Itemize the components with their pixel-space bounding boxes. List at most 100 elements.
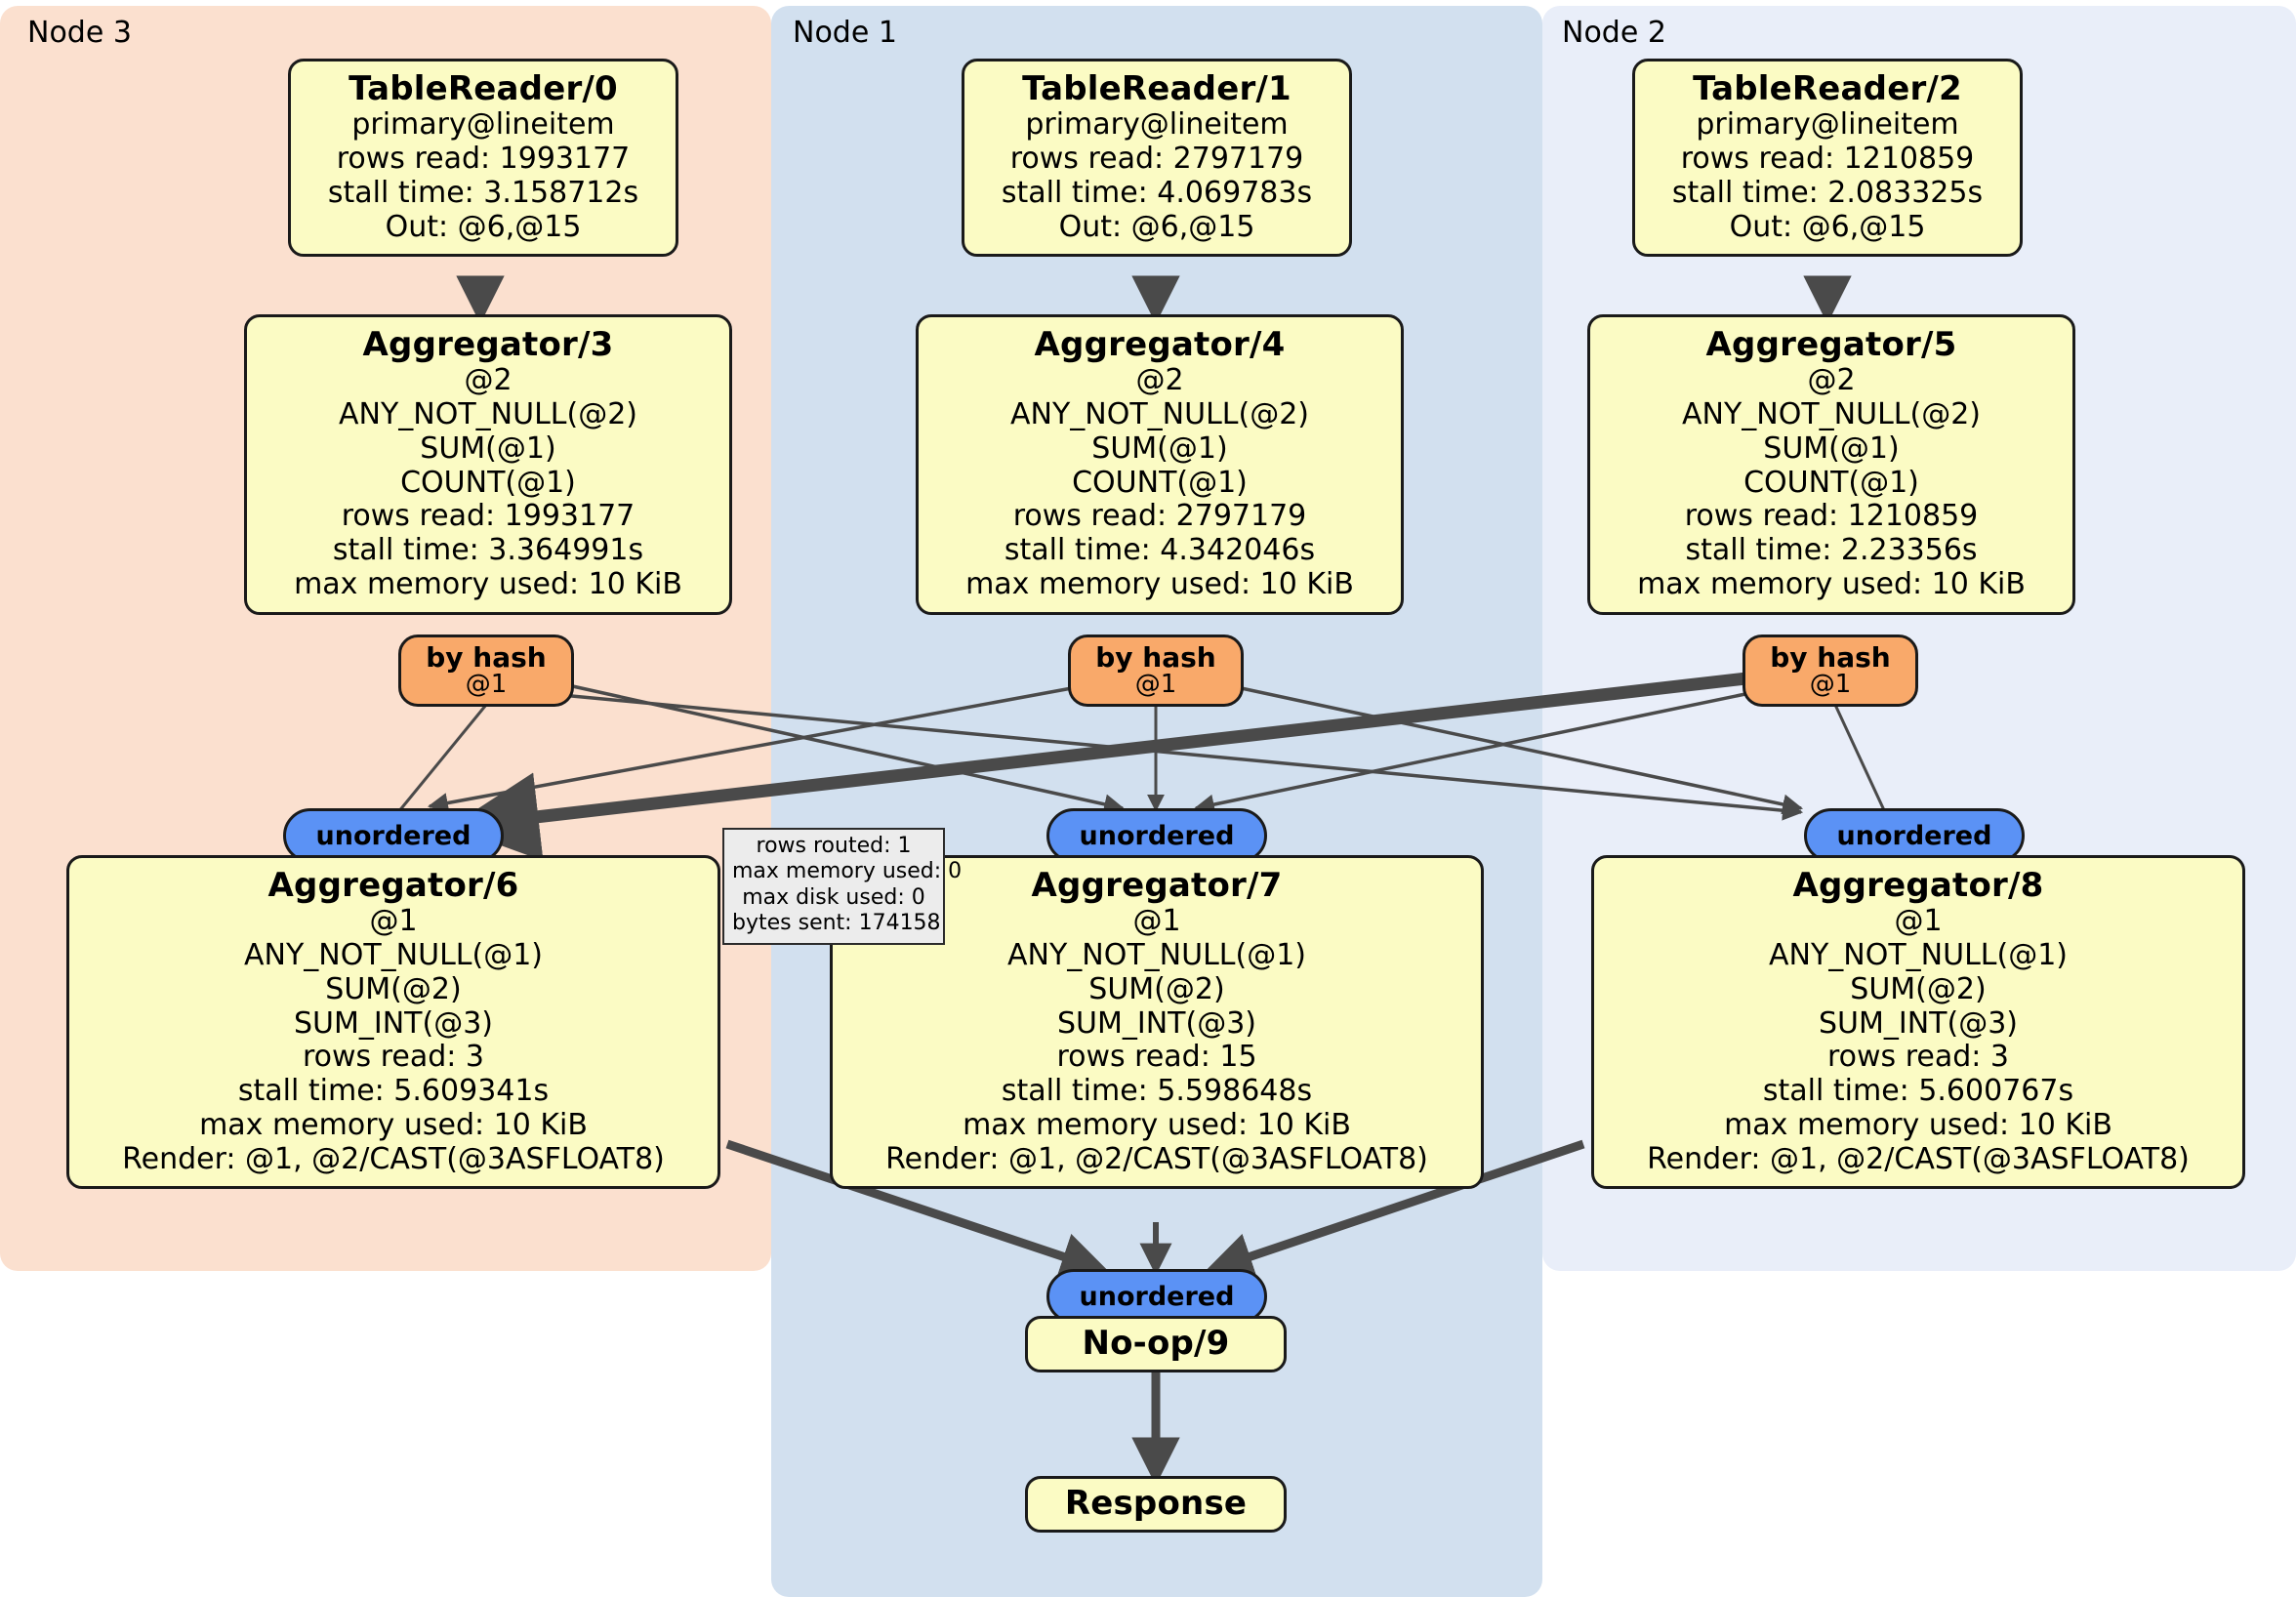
processor-detail: max memory used: 10 KiB	[965, 566, 1354, 601]
processor-detail: Render: @1, @2/CAST(@3ASFLOAT8)	[885, 1141, 1428, 1176]
router-sublabel: @1	[1809, 670, 1852, 700]
processor-detail: rows read: 1993177	[336, 141, 631, 176]
router-label: by hash	[1095, 640, 1216, 674]
stats-line: max memory used: 0	[732, 859, 963, 884]
processor-detail: @1	[1894, 904, 1943, 939]
processor-detail: Out: @6,@15	[1058, 209, 1255, 244]
processor-detail: @1	[369, 904, 418, 939]
processor-aggregator-6[interactable]: Aggregator/6 @1 ANY_NOT_NULL(@1) SUM(@2)…	[66, 855, 720, 1190]
processor-detail: @2	[1135, 363, 1184, 398]
processor-aggregator-8[interactable]: Aggregator/8 @1 ANY_NOT_NULL(@1) SUM(@2)…	[1591, 855, 2245, 1190]
processor-detail: Out: @6,@15	[1729, 209, 1926, 244]
router-label: by hash	[426, 640, 547, 674]
stream-stats-tooltip: rows routed: 1 max memory used: 0 max di…	[722, 828, 963, 945]
processor-detail: ANY_NOT_NULL(@2)	[339, 396, 637, 431]
processor-aggregator-5[interactable]: Aggregator/5 @2 ANY_NOT_NULL(@2) SUM(@1)…	[1587, 314, 2075, 615]
processor-detail: SUM_INT(@3)	[1819, 1005, 2018, 1041]
router-by-hash-node-1[interactable]: by hash @1	[1068, 635, 1244, 707]
processor-title: No-op/9	[1082, 1323, 1230, 1363]
stats-line: rows routed: 1	[756, 834, 912, 858]
processor-title: Response	[1064, 1483, 1248, 1523]
processor-title: Aggregator/4	[1034, 325, 1286, 364]
processor-title: Aggregator/7	[1031, 866, 1283, 905]
router-by-hash-node-2[interactable]: by hash @1	[1742, 635, 1918, 707]
processor-detail: @2	[464, 363, 512, 398]
processor-detail: COUNT(@1)	[400, 465, 576, 500]
cluster-label-node-3: Node 3	[27, 16, 132, 50]
stream-unordered-node-1[interactable]: unordered	[1046, 808, 1267, 863]
processor-detail: ANY_NOT_NULL(@2)	[1682, 396, 1981, 431]
stream-label: unordered	[1079, 1281, 1235, 1312]
processor-detail: primary@lineitem	[351, 107, 615, 143]
router-label: by hash	[1770, 640, 1891, 674]
stream-unordered-node-2[interactable]: unordered	[1804, 808, 2025, 863]
processor-title: Aggregator/8	[1792, 866, 2044, 905]
processor-detail: primary@lineitem	[1025, 107, 1289, 143]
router-sublabel: @1	[1134, 670, 1177, 700]
processor-detail: COUNT(@1)	[1743, 465, 1919, 500]
processor-detail: max memory used: 10 KiB	[1724, 1107, 2112, 1142]
processor-detail: primary@lineitem	[1696, 107, 1959, 143]
processor-tablereader-1[interactable]: TableReader/1 primary@lineitem rows read…	[962, 59, 1352, 258]
processor-detail: SUM_INT(@3)	[294, 1005, 493, 1041]
router-by-hash-node-3[interactable]: by hash @1	[398, 635, 574, 707]
processor-title: Aggregator/3	[362, 325, 614, 364]
processor-detail: max memory used: 10 KiB	[294, 566, 682, 601]
processor-detail: stall time: 5.598648s	[1001, 1074, 1313, 1109]
processor-detail: rows read: 15	[1056, 1040, 1257, 1075]
processor-detail: rows read: 1993177	[341, 499, 636, 534]
processor-detail: stall time: 2.23356s	[1685, 533, 1978, 568]
processor-title: TableReader/2	[1693, 69, 1962, 108]
processor-detail: SUM(@2)	[1850, 971, 1987, 1006]
processor-detail: rows read: 1210859	[1684, 499, 1979, 534]
processor-detail: SUM(@2)	[1088, 971, 1225, 1006]
processor-detail: @1	[1132, 904, 1181, 939]
cluster-label-node-1: Node 1	[793, 16, 897, 50]
processor-detail: stall time: 3.158712s	[327, 175, 639, 210]
processor-detail: SUM(@1)	[1763, 430, 1900, 466]
processor-detail: Render: @1, @2/CAST(@3ASFLOAT8)	[122, 1141, 665, 1176]
processor-detail: rows read: 2797179	[1012, 499, 1307, 534]
processor-title: TableReader/1	[1022, 69, 1292, 108]
processor-aggregator-3[interactable]: Aggregator/3 @2 ANY_NOT_NULL(@2) SUM(@1)…	[244, 314, 732, 615]
processor-detail: SUM(@1)	[420, 430, 556, 466]
processor-detail: rows read: 3	[302, 1040, 485, 1075]
processor-detail: SUM(@1)	[1091, 430, 1228, 466]
processor-detail: Out: @6,@15	[385, 209, 582, 244]
processor-detail: max memory used: 10 KiB	[963, 1107, 1351, 1142]
stream-label: unordered	[315, 820, 472, 851]
processor-detail: rows read: 3	[1826, 1040, 2010, 1075]
cluster-label-node-2: Node 2	[1562, 16, 1666, 50]
processor-tablereader-2[interactable]: TableReader/2 primary@lineitem rows read…	[1632, 59, 2023, 258]
processor-detail: ANY_NOT_NULL(@2)	[1010, 396, 1309, 431]
processor-detail: SUM_INT(@3)	[1057, 1005, 1256, 1041]
router-sublabel: @1	[465, 670, 508, 700]
stream-label: unordered	[1836, 820, 1992, 851]
processor-aggregator-7[interactable]: Aggregator/7 @1 ANY_NOT_NULL(@1) SUM(@2)…	[830, 855, 1484, 1190]
processor-detail: SUM(@2)	[325, 971, 462, 1006]
processor-detail: stall time: 2.083325s	[1671, 175, 1984, 210]
processor-tablereader-0[interactable]: TableReader/0 primary@lineitem rows read…	[288, 59, 678, 258]
processor-title: Aggregator/6	[267, 866, 519, 905]
processor-title: Aggregator/5	[1705, 325, 1957, 364]
processor-detail: stall time: 4.069783s	[1001, 175, 1313, 210]
processor-detail: ANY_NOT_NULL(@1)	[1007, 937, 1306, 972]
processor-detail: rows read: 1210859	[1680, 141, 1975, 176]
processor-detail: stall time: 5.600767s	[1762, 1074, 2074, 1109]
processor-detail: COUNT(@1)	[1072, 465, 1248, 500]
processor-detail: stall time: 4.342046s	[1004, 533, 1316, 568]
processor-aggregator-4[interactable]: Aggregator/4 @2 ANY_NOT_NULL(@2) SUM(@1)…	[916, 314, 1404, 615]
processor-detail: ANY_NOT_NULL(@1)	[1769, 937, 2068, 972]
processor-noop-9[interactable]: No-op/9	[1025, 1316, 1287, 1372]
processor-response[interactable]: Response	[1025, 1476, 1287, 1533]
processor-detail: Render: @1, @2/CAST(@3ASFLOAT8)	[1647, 1141, 2190, 1176]
processor-title: TableReader/0	[348, 69, 618, 108]
processor-detail: stall time: 5.609341s	[237, 1074, 550, 1109]
processor-detail: rows read: 2797179	[1009, 141, 1304, 176]
stream-unordered-final[interactable]: unordered	[1046, 1269, 1267, 1324]
processor-detail: max memory used: 10 KiB	[1637, 566, 2026, 601]
processor-detail: stall time: 3.364991s	[332, 533, 644, 568]
processor-detail: max memory used: 10 KiB	[199, 1107, 588, 1142]
processor-detail: @2	[1807, 363, 1856, 398]
